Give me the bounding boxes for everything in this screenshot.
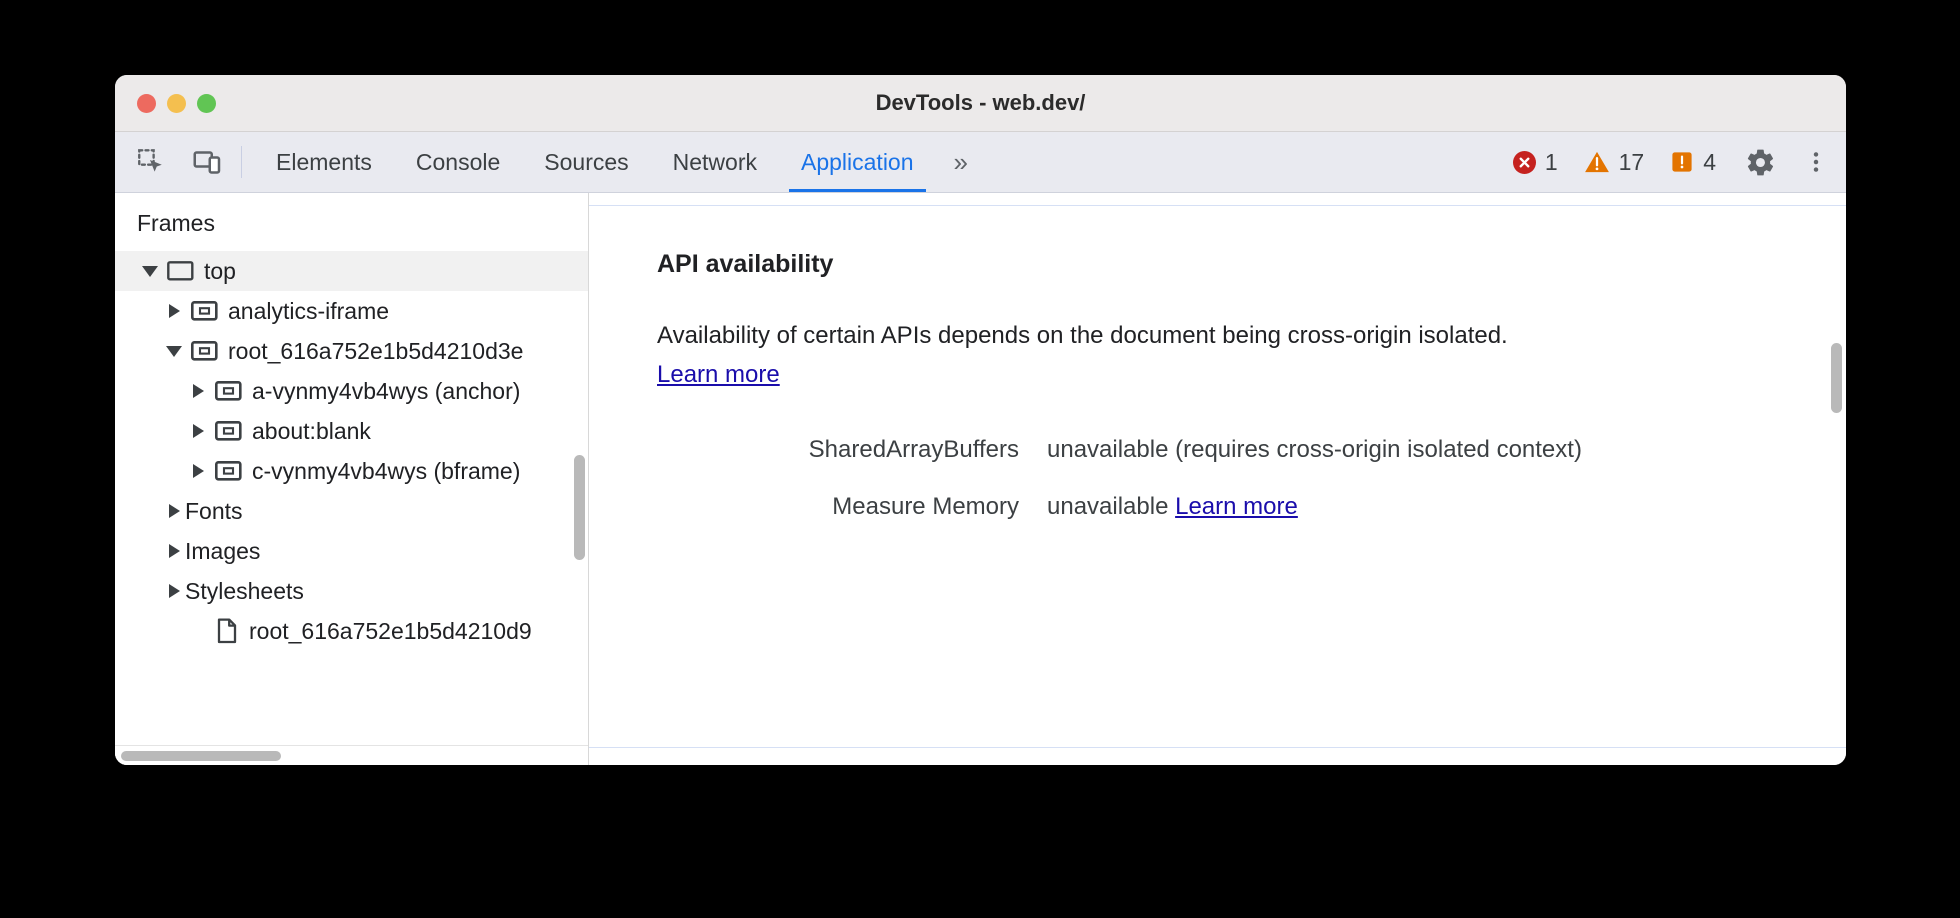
inspect-element-icon[interactable] [123,132,179,192]
tree-item-label: root_616a752e1b5d4210d3e [228,337,524,364]
tree-item-label: analytics-iframe [228,297,390,324]
tree-item-root-document[interactable]: root_616a752e1b5d4210d9 [115,611,588,651]
row-value: unavailable Learn more [1047,488,1786,527]
devtools-body: Frames top [115,193,1846,765]
tree-item-top[interactable]: top [115,251,588,291]
frame-icon [215,380,242,402]
tree-item-root-frame[interactable]: root_616a752e1b5d4210d3e [115,331,588,371]
row-note: (requires cross-origin isolated context) [1175,435,1582,463]
frame-details-panel: API availability Availability of certain… [589,193,1846,765]
frame-icon [191,300,218,322]
twisty-closed-icon[interactable] [187,384,209,398]
row-label: SharedArrayBuffers [808,435,1019,463]
tree-item-fonts[interactable]: Fonts [115,491,588,531]
toolbar-spacer [983,132,1503,192]
panel-vertical-scrollbar[interactable] [1831,343,1842,413]
twisty-closed-icon[interactable] [163,544,185,558]
panel-bottom-divider [589,747,1846,748]
twisty-open-icon[interactable] [139,265,161,277]
tree-item-label: root_616a752e1b5d4210d9 [249,617,532,644]
tab-console[interactable]: Console [415,148,501,175]
device-toolbar-icon[interactable] [179,132,235,192]
info-count: 4 [1703,148,1716,175]
application-sidebar: Frames top [115,193,589,765]
tree-item-about-blank[interactable]: about:blank [115,411,588,451]
devtools-window: DevTools - web.dev/ Elements Console Sou… [115,75,1846,765]
warning-count: 17 [1618,148,1645,175]
tab-network[interactable]: Network [672,148,757,175]
tree-item-label: Fonts [185,497,243,524]
row-value: unavailable (requires cross-origin isola… [1047,431,1786,470]
twisty-closed-icon[interactable] [163,584,185,598]
panel-content: API availability Availability of certain… [589,206,1846,527]
availability-description: Availability of certain APIs depends on … [657,317,1557,395]
measure-memory-learn-more-link[interactable]: Learn more [1175,492,1298,520]
tree-item-analytics-iframe[interactable]: analytics-iframe [115,291,588,331]
traffic-lights [115,93,216,113]
frames-tree: top analytics-iframe [115,251,588,651]
tree-item-label: a-vynmy4vb4wys (anchor) [252,377,521,404]
twisty-open-icon[interactable] [163,345,185,357]
maximize-window-button[interactable] [197,93,216,113]
learn-more-link[interactable]: Learn more [657,360,780,388]
twisty-closed-icon[interactable] [163,304,185,318]
issues-icon [1670,150,1694,174]
row-label: Measure Memory [832,492,1019,520]
tree-item-anchor-frame[interactable]: a-vynmy4vb4wys (anchor) [115,371,588,411]
panel-tabs: Elements Console Sources Network Applica… [254,132,936,192]
more-tabs-chevron-icon[interactable]: » [953,146,968,177]
tree-item-label: Images [185,537,261,564]
panel-top-divider [589,193,1846,206]
error-counter[interactable]: 1 [1503,149,1568,176]
close-window-button[interactable] [137,93,156,113]
tree-item-label: Stylesheets [185,577,304,604]
row-status: unavailable [1047,492,1169,520]
window-titlebar: DevTools - web.dev/ [115,75,1846,132]
tree-item-images[interactable]: Images [115,531,588,571]
tab-application[interactable]: Application [779,132,936,192]
sidebar-section-title: Frames [137,210,215,236]
tree-item-label: top [204,257,236,284]
devtools-toolbar: Elements Console Sources Network Applica… [115,132,1846,193]
sidebar-vertical-scrollbar[interactable] [574,455,585,560]
twisty-closed-icon[interactable] [187,424,209,438]
document-icon [215,618,239,644]
scrollbar-thumb[interactable] [121,751,281,761]
availability-description-text: Availability of certain APIs depends on … [657,322,1508,349]
row-status: unavailable [1047,435,1169,463]
tree-item-label: about:blank [252,417,371,444]
tab-elements[interactable]: Elements [276,148,372,175]
frame-top-icon [167,260,194,282]
error-icon [1512,150,1536,174]
issue-counters: 1 17 [1503,132,1846,192]
page-title: API availability [657,250,834,278]
frame-icon [191,340,218,362]
info-counter[interactable]: 4 [1660,149,1726,176]
tree-item-label: c-vynmy4vb4wys (bframe) [252,457,521,484]
row-measure-memory: Measure Memory unavailable Learn more [657,488,1786,527]
tab-sources[interactable]: Sources [544,148,629,175]
gear-icon[interactable] [1732,147,1788,178]
window-title: DevTools - web.dev/ [875,90,1086,115]
tree-item-stylesheets[interactable]: Stylesheets [115,571,588,611]
more-options-icon[interactable] [1794,149,1838,175]
toolbar-divider [241,146,242,178]
twisty-closed-icon[interactable] [187,464,209,478]
tree-item-bframe[interactable]: c-vynmy4vb4wys (bframe) [115,451,588,491]
warning-counter[interactable]: 17 [1574,149,1655,176]
row-shared-array-buffers: SharedArrayBuffers unavailable (requires… [657,431,1786,470]
twisty-closed-icon[interactable] [163,504,185,518]
sidebar-horizontal-scrollbar[interactable] [115,745,588,765]
error-count: 1 [1544,148,1558,175]
frame-icon [215,460,242,482]
frame-icon [215,420,242,442]
warning-icon [1584,150,1610,174]
minimize-window-button[interactable] [167,93,186,113]
